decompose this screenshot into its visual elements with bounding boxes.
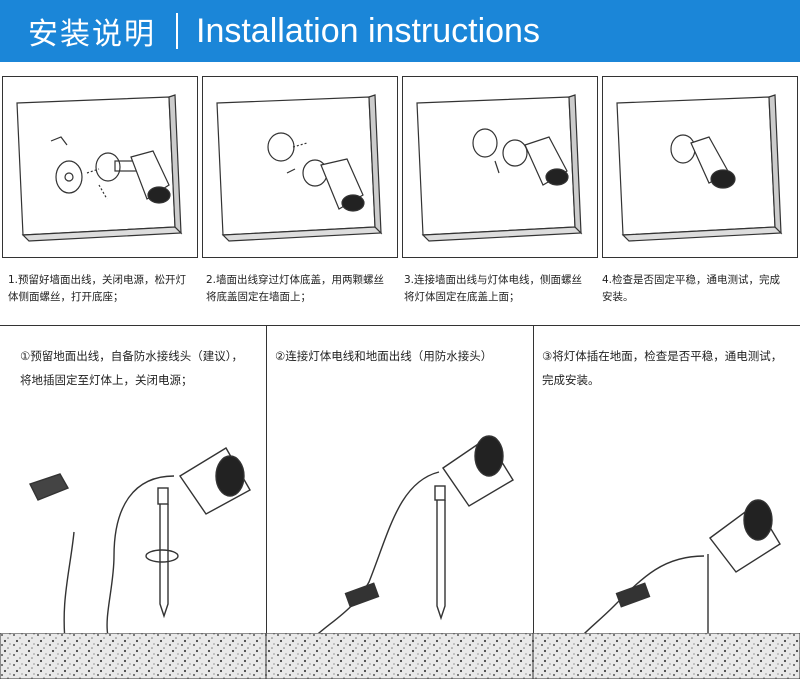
wall-step-2-text: 2.墙面出线穿过灯体底盖，用两颗螺丝将底盖固定在墙面上；: [206, 274, 385, 303]
ground-step-2-text: ②连接灯体电线和地面出线（用防水接头）: [275, 349, 493, 363]
wall-step-4-drawing: [616, 94, 783, 242]
header-banner: 安装说明 Installation instructions: [0, 0, 800, 62]
wall-step-3-text: 3.连接墙面出线与灯体电线，侧面螺丝将灯体固定在底盖上面；: [404, 274, 583, 303]
wall-step-1-text: 1.预留好墙面出线，关闭电源，松开灯体侧面螺丝，打开底座；: [8, 274, 187, 303]
wall-step-2-illustration: [202, 76, 398, 258]
ground-step-3-panel: ③将灯体插在地面，检查是否平稳，通电测试，完成安装。: [533, 325, 800, 679]
wall-step-4-text: 4.检查是否固定平稳，通电测试，完成安装。: [602, 274, 781, 303]
title-divider: [176, 13, 178, 49]
ground-spike-steps: ①预留地面出线，自备防水接线头（建议），将地插固定至灯体上，关闭电源； ②连接灯…: [0, 325, 800, 679]
wall-step-1-illustration: [2, 76, 198, 258]
ground-soil-strip: [0, 633, 800, 679]
wall-mount-steps: 1.预留好墙面出线，关闭电源，松开灯体侧面螺丝，打开底座； 2.墙面出线穿过灯体…: [0, 76, 800, 322]
ground-step-1-text: ①预留地面出线，自备防水接线头（建议），将地插固定至灯体上，关闭电源；: [20, 349, 244, 387]
ground-step-1-drawing: [29, 447, 251, 651]
wall-step-3-illustration: [402, 76, 598, 258]
ground-step-2-panel: ②连接灯体电线和地面出线（用防水接头）: [266, 325, 534, 679]
ground-step-3-drawing: [565, 499, 781, 657]
title-english: Installation instructions: [196, 11, 540, 50]
ground-step-3-text: ③将灯体插在地面，检查是否平稳，通电测试，完成安装。: [542, 349, 783, 387]
ground-step-2-drawing: [308, 435, 514, 643]
wall-step-2-drawing: [216, 94, 383, 242]
wall-step-4-illustration: [602, 76, 798, 258]
wall-step-3-drawing: [416, 94, 583, 242]
title-chinese: 安装说明: [28, 17, 156, 52]
ground-step-1-panel: ①预留地面出线，自备防水接线头（建议），将地插固定至灯体上，关闭电源；: [0, 325, 267, 679]
wall-step-1-drawing: [16, 94, 183, 242]
